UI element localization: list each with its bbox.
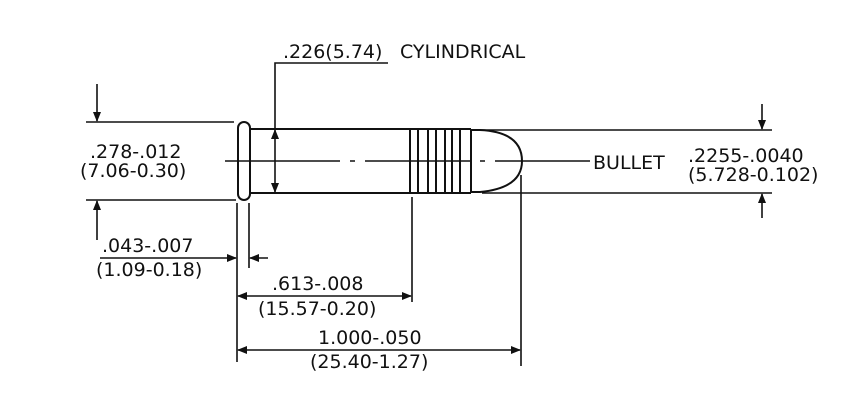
oal-mm-text: (25.40-1.27) xyxy=(310,351,428,373)
bullet-dia-mm-text: (5.728-0.102) xyxy=(688,164,818,186)
case-len-mm-text: (15.57-0.20) xyxy=(258,298,376,320)
bullet-dia-in-text: .2255-.0040 xyxy=(688,145,804,167)
cyl-note-text: CYLINDRICAL xyxy=(400,41,526,63)
cartridge-outline xyxy=(225,121,590,201)
extension-lines xyxy=(236,175,522,366)
rim-dia-mm-text: (7.06-0.30) xyxy=(80,160,186,182)
rim-dia-in-text: .278-.012 xyxy=(90,141,181,163)
rim-thk-mm-text: (1.09-0.18) xyxy=(96,259,202,281)
rim-thickness-dimension: .043-.007 (1.09-0.18) xyxy=(96,235,268,281)
case-length-dimension: .613-.008 (15.57-0.20) xyxy=(237,273,412,320)
overall-length-dimension: 1.000-.050 (25.40-1.27) xyxy=(237,327,521,373)
bullet-diameter-dimension: BULLET .2255-.0040 (5.728-0.102) xyxy=(480,104,818,218)
rim-diameter-dimension: .278-.012 (7.06-0.30) xyxy=(80,84,236,240)
oal-in-text: 1.000-.050 xyxy=(318,327,422,349)
cyl-dim-text: .226(5.74) xyxy=(283,41,382,63)
case-len-in-text: .613-.008 xyxy=(272,273,363,295)
cylindrical-dimension: .226(5.74) CYLINDRICAL xyxy=(271,41,526,193)
bullet-label: BULLET xyxy=(593,152,665,174)
rim-thk-in-text: .043-.007 xyxy=(102,235,193,257)
